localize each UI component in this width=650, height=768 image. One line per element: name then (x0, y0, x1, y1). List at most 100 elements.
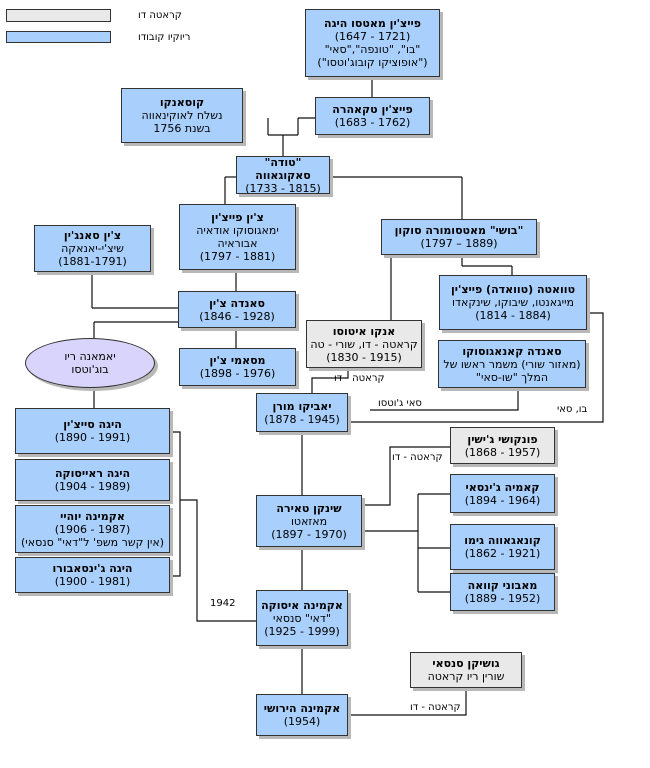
node-name: סאנדה צ'ין (209, 296, 265, 310)
node-line: מאזאטו (290, 514, 328, 528)
edge-label-year-1942: 1942 (210, 598, 236, 609)
node-line: (1945 - 1878) (264, 412, 340, 426)
node-line: (1954) (283, 715, 321, 728)
edge-label-itosu-yabiku: קראטה - דו (334, 373, 385, 384)
node-name: יאביקו מורן (272, 399, 332, 413)
node-sanda-chinen: סאנדה צ'ין (1928 - 1846) (178, 291, 296, 328)
node-name: סאנדה קאנאגוסוקו (462, 344, 562, 358)
node-akamine-hiroshi: אקמינה הירושי (1954) (256, 694, 348, 736)
node-yabiku-moden: יאביקו מורן (1945 - 1878) (256, 393, 348, 432)
edge (311, 368, 349, 393)
node-line: (1952 - 1889) (464, 592, 541, 605)
node-kunagawa-gimo: קונאגאווה גימו (1921 - 1862) (450, 524, 555, 570)
node-line: ("אופוציקו קובוג'וטסו") (317, 56, 428, 69)
edge-label-kanagusuku-yabiku: סאי ג'וטסו (378, 398, 422, 409)
node-name: קאמיה ג'ינסאי (465, 480, 540, 494)
edge (180, 499, 256, 622)
legend-swatch-kobudo (6, 31, 111, 43)
node-line: שיצ'י-יאנאקה (61, 242, 124, 255)
node-line: בוג'וטסו (71, 363, 109, 376)
node-name: "טודה" סאקוגאווה (255, 155, 311, 182)
node-line: "בו", "טונפה","סאי" (324, 43, 421, 56)
node-akamine-yohei: אקמינה יוהיי (1987 - 1906) (אין קשר משפ'… (15, 505, 170, 553)
node-name: קוסאנקו (159, 96, 205, 109)
edge (170, 431, 181, 577)
node-masami-chinen: מסאמי צ'ין (1976 - 1898) (179, 348, 296, 386)
node-line: שורין ריו קראטה (427, 670, 505, 683)
node-name: מאבוני קוואה (467, 579, 538, 592)
node-name: פונקושי ג'ישין (467, 432, 538, 446)
node-akamine-eisuke: אקמינה איסוקה "דאי" סנסאי (1999 - 1925) (256, 590, 348, 646)
node-name: אקמינה הירושי (263, 702, 341, 715)
node-name: "בושי" מאטסומורה סוקון (394, 224, 524, 237)
legend-label-kobudo: ריוקיו קובודו (138, 32, 191, 43)
node-higa-raisuke: היגה ראייסוקה (1989 - 1904) (15, 459, 170, 501)
node-name: היגה ראייסוקה (54, 467, 131, 480)
node-line: קראטה - דו, שורי - טה (310, 337, 418, 351)
node-kusanku: קוסאנקו נשלח לאוקינאווה בשנת 1756 (121, 88, 243, 143)
node-line: (1881-1791) (58, 255, 127, 268)
node-line: (1928 - 1846) (199, 309, 275, 323)
node-name: קונאגאווה גימו (464, 534, 541, 547)
node-line: (מאזור שורי) משמר ראשו של (443, 357, 581, 371)
node-name: יאמאנה ריו (64, 350, 116, 363)
node-higa-seichin: היגה סייצ'ין (1991 - 1890) (15, 408, 170, 454)
node-name: מסאמי צ'ין (209, 354, 266, 367)
node-line: (1881 - 1797) (199, 250, 276, 263)
edge (362, 446, 450, 506)
node-name: גושיקן סנסאי (432, 657, 500, 670)
node-mabuni-kawa: מאבוני קוואה (1952 - 1889) (450, 573, 555, 611)
node-line: (1921 - 1862) (464, 547, 541, 560)
edge (370, 388, 519, 411)
node-higa-jinsaburo: היגה ג'ינסאבורו (1981 - 1900) (15, 557, 170, 593)
node-peichin-matsu-higa: פייצ'ין מאטסו היגה (1721 - 1647) "בו", "… (305, 9, 440, 77)
node-name: היגה ג'ינסאבורו (52, 562, 133, 575)
node-peichin-takahara: פייצ'ין טקאהרה (1762 - 1683) (315, 97, 430, 135)
node-name: שינקן טאירה (276, 501, 342, 515)
node-line: (1721 - 1647) (334, 30, 411, 43)
node-line: ימאגוסוקו אודאיה (196, 224, 279, 237)
node-name: טוואטה (טוואדה) פייצ'ין (450, 283, 576, 296)
node-funakoshi-gichin: פונקושי ג'ישין (1957 - 1868) (450, 427, 555, 464)
node-name: צ'ין סאנג'ין (63, 229, 122, 242)
node-line: בשנת 1756 (153, 122, 211, 135)
node-line: (1889 – 1797) (420, 237, 498, 250)
node-line: המלך "שו-סאי" (475, 370, 549, 384)
node-name: היגה סייצ'ין (63, 418, 122, 431)
legend-label-karate: קראטה דו (138, 10, 182, 21)
node-line: (1815 - 1733) (245, 181, 321, 195)
node-shinken-taira: שינקן טאירה מאזאטו (1970 - 1897) (256, 495, 362, 547)
node-anko-itosu: אנקו איטוסו קראטה - דו, שורי - טה (1915 … (306, 320, 422, 368)
node-line: (1976 - 1898) (199, 367, 276, 380)
node-line: (1964 - 1894) (464, 493, 541, 507)
node-chinen-peichin: צ'ין פייצ'ין ימאגוסוקו אודאיה אבוראיה (1… (179, 204, 296, 270)
edge (348, 312, 604, 423)
node-name: פייצ'ין טקאהרה (332, 103, 413, 116)
node-line: מייגאנטו, שיבוקו, שינקאדו (451, 296, 575, 309)
edge-label-goshikan-hiroshi: קראטה - דו (410, 702, 461, 713)
node-line: נשלח לאוקינאווה (141, 109, 223, 122)
node-line: (1884 - 1814) (475, 309, 551, 322)
node-yamanni-ryu: יאמאנה ריו בוג'וטסו (25, 338, 155, 388)
node-kamiya-jinsai: קאמיה ג'ינסאי (1964 - 1894) (450, 474, 555, 513)
legend-swatch-karate (6, 9, 111, 22)
node-line: (1987 - 1906) (54, 522, 131, 536)
node-sanda-kanagusuku: סאנדה קאנאגוסוקו (מאזור שורי) משמר ראשו … (438, 340, 586, 388)
node-line: (1970 - 1897) (271, 527, 347, 541)
node-line: "דאי" סנסאי (273, 611, 331, 625)
edge (348, 688, 467, 716)
node-name: אנקו איטוסו (332, 324, 396, 338)
node-name: אקמינה יוהיי (60, 509, 125, 523)
node-name: אקמינה איסוקה (261, 598, 343, 612)
node-line: (1989 - 1904) (54, 480, 131, 493)
node-name: פייצ'ין מאטסו היגה (324, 17, 421, 30)
node-tode-sakugawa: "טודה" סאקוגאווה (1815 - 1733) (236, 155, 330, 195)
node-line: (1981 - 1900) (54, 575, 131, 588)
node-chinen-sanjin: צ'ין סאנג'ין שיצ'י-יאנאקה (1881-1791) (34, 225, 151, 272)
edge-label-funakoshi-taira: קראטה - דו (392, 452, 443, 463)
node-line: (1991 - 1890) (54, 431, 131, 444)
node-tawada-peichin: טוואטה (טוואדה) פייצ'ין מייגאנטו, שיבוקו… (439, 275, 587, 330)
node-line: אבוראיה (217, 237, 258, 250)
node-line: (1999 - 1925) (264, 624, 340, 638)
